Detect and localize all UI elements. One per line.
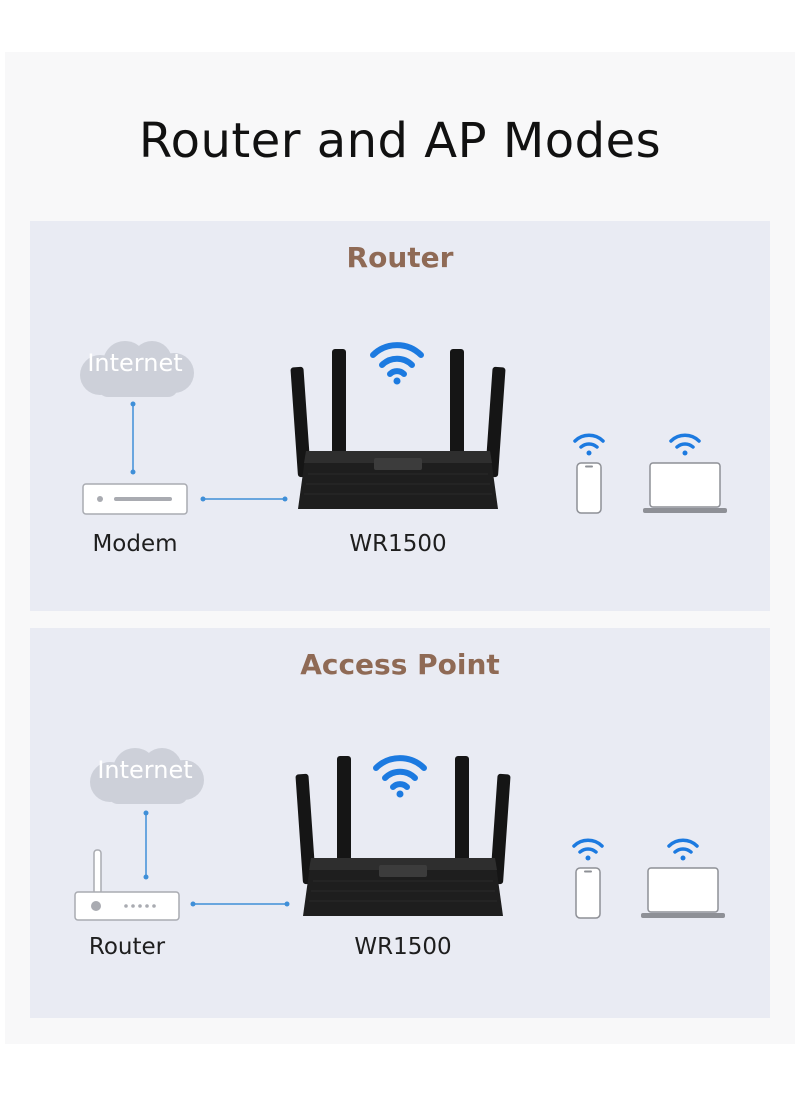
cloud-label: Internet: [87, 349, 183, 377]
laptop-wifi-icon: [667, 838, 699, 861]
main-device-label: WR1500: [354, 934, 452, 960]
source-device-label: Router: [88, 934, 166, 960]
wifi-icon: [373, 755, 427, 798]
laptop-icon: [643, 462, 727, 513]
phone-icon: [575, 867, 601, 919]
wifi-icon: [370, 342, 424, 385]
internet-cloud: Internet: [80, 746, 210, 806]
phone-wifi-icon: [572, 838, 604, 861]
panel-title-access-point: Access Point: [300, 648, 500, 681]
connection-line-vertical: [143, 810, 149, 880]
main-device-label: WR1500: [349, 531, 447, 557]
phone-icon: [576, 462, 602, 514]
router-mode-panel: Router Internet Modem: [30, 221, 770, 611]
cloud-icon: [80, 341, 194, 397]
router-icon: [290, 349, 506, 509]
modem-icon: [82, 483, 188, 515]
source-device-label: Modem: [92, 531, 178, 557]
phone-wifi-icon: [573, 433, 605, 456]
cloud-label: Internet: [97, 756, 193, 784]
laptop-icon: [641, 867, 725, 918]
access-point-mode-panel: Access Point Internet Router: [30, 628, 770, 1018]
router-icon: [295, 756, 511, 916]
connection-line-horizontal: [190, 901, 290, 907]
connection-line-horizontal: [200, 496, 288, 502]
connection-line-vertical: [130, 401, 136, 475]
panel-title-router: Router: [346, 241, 454, 274]
cloud-icon: [90, 748, 204, 804]
page-title: Router and AP Modes: [138, 113, 662, 169]
laptop-wifi-icon: [669, 433, 701, 456]
router-small-icon: [74, 849, 180, 921]
internet-cloud: Internet: [70, 339, 200, 399]
